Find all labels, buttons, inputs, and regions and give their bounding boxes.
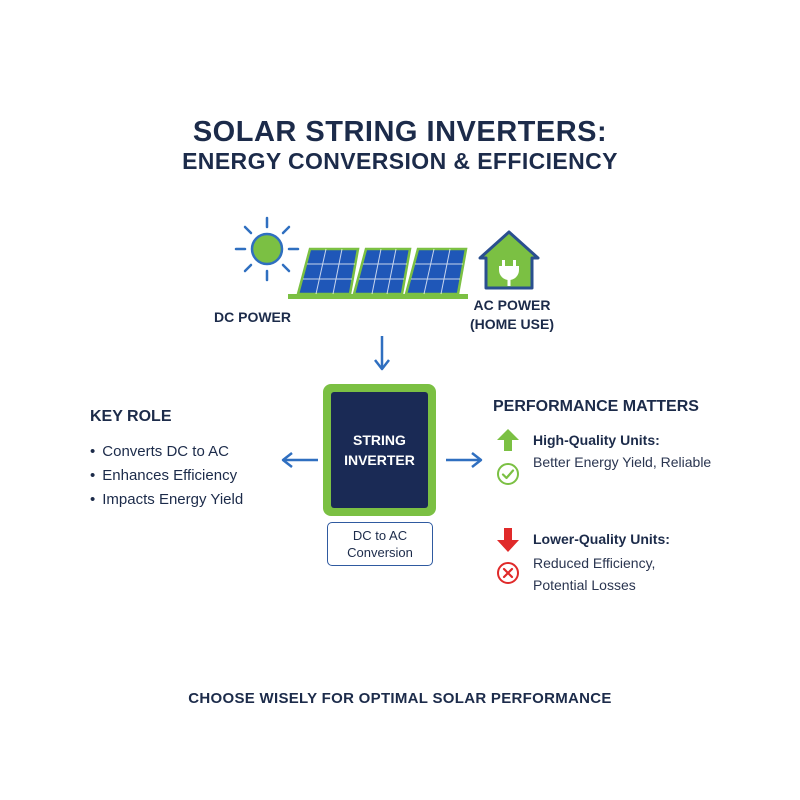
arrow-left-icon (281, 452, 318, 468)
key-role-item: Enhances Efficiency (90, 464, 243, 488)
inverter-label-line-1: STRING (353, 432, 406, 448)
lower-quality-desc-line-2: Potential Losses (533, 577, 636, 593)
ac-power-label-line-1: AC POWER (473, 297, 551, 313)
conversion-line-1: DC to AC (352, 528, 408, 543)
title-line-2: ENERGY CONVERSION & EFFICIENCY (182, 148, 618, 174)
check-circle-icon (497, 463, 519, 485)
high-quality-desc: Better Energy Yield, Reliable (533, 454, 712, 470)
arrow-down-flow-icon (374, 336, 390, 371)
key-role-list: Converts DC to AC Enhances Efficiency Im… (90, 440, 243, 512)
footer-tagline: CHOOSE WISELY FOR OPTIMAL SOLAR PERFORMA… (188, 690, 612, 707)
house-plug-icon (478, 230, 540, 290)
arrow-up-icon (497, 429, 519, 451)
arrow-right-icon (446, 452, 483, 468)
x-circle-icon (497, 562, 519, 584)
string-inverter-core: STRING INVERTER (331, 392, 428, 508)
inverter-label-line-2: INVERTER (344, 452, 415, 468)
conversion-line-2: Conversion (347, 545, 413, 560)
solar-panel-icon (288, 247, 468, 299)
ac-power-label: AC POWER (HOME USE) (470, 296, 554, 334)
conversion-box: DC to AC Conversion (327, 522, 433, 566)
performance-title: PERFORMANCE MATTERS (493, 398, 699, 415)
high-quality-title: High-Quality Units: (533, 432, 660, 448)
ac-power-label-line-2: (HOME USE) (470, 316, 554, 332)
sun-icon (234, 216, 300, 282)
string-inverter-box: STRING INVERTER (323, 384, 436, 516)
title-line-1: SOLAR STRING INVERTERS: (192, 116, 608, 148)
key-role-item: Converts DC to AC (90, 440, 243, 464)
dc-power-label: DC POWER (214, 309, 291, 325)
lower-quality-desc-line-1: Reduced Efficiency, (533, 555, 656, 571)
lower-quality-title: Lower-Quality Units: (533, 531, 670, 547)
arrow-down-icon (497, 528, 519, 552)
key-role-title: KEY ROLE (90, 408, 172, 425)
key-role-item: Impacts Energy Yield (90, 488, 243, 512)
lower-quality-desc: Reduced Efficiency, Potential Losses (533, 552, 655, 596)
